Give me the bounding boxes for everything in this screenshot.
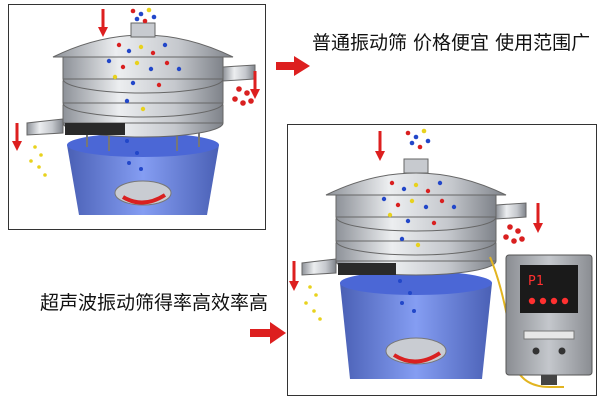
outflow-yellow [29,145,47,177]
rotation-arrow [121,193,167,205]
rotation-arrow [392,351,442,364]
dome-particles [106,42,182,112]
base-top [67,133,219,157]
incoming-particles [405,128,431,150]
outflow-blue [125,139,143,171]
outlet-left [301,258,337,276]
screen-mesh [65,123,125,135]
screen-mesh [338,263,396,275]
controller-display [520,265,578,313]
ordinary-sieve-caption: 普通振动筛 价格便宜 使用范围广 [312,32,591,54]
dome-particles [381,180,457,248]
outlet-left [26,118,64,136]
outlet-arrow-left-head [12,141,22,151]
controller-display-text: P1 [528,274,544,289]
outflow-red [503,224,525,244]
controller-led-1 [528,297,536,305]
controller-led-3 [550,297,558,305]
controller-led-2 [539,297,547,305]
sieve-frame-1 [335,194,497,218]
outlet-arrow-right-head [250,89,260,99]
feed-inlet [130,22,156,38]
controller-led-4 [561,297,569,305]
controller-connector [541,375,557,385]
feed-inlet [403,158,429,174]
feed-arrow-head [98,27,108,37]
outflow-red [232,86,254,106]
ordinary-sieve-panel [8,4,266,230]
sieve-lid [52,34,234,58]
outlet-arrow-right-head [533,223,543,233]
outflow-yellow [304,285,322,321]
outlet-right [222,64,256,82]
caption-arrow-bottom [250,322,286,344]
controller-button-left[interactable] [532,347,540,355]
motor-base [67,145,219,215]
ultrasonic-sieve-illustration: P1 [289,128,593,388]
controller-button-right[interactable] [558,347,566,355]
outlet-arrow-left-head [289,281,299,291]
ordinary-sieve-illustration [12,7,260,215]
caption-arrow-top [276,56,310,76]
feed-arrow-head [375,151,385,161]
ultrasonic-sieve-caption: 超声波振动筛得率高效率高 [40,292,269,314]
outflow-blue [398,279,416,313]
base-top [340,271,492,295]
motor-base [340,283,492,379]
outlet-right [495,202,527,220]
ultrasonic-sieve-panel: P1 [287,124,597,396]
controller-label-plate [523,330,575,340]
incoming-particles [130,7,157,24]
sieve-frame-1 [62,56,224,80]
